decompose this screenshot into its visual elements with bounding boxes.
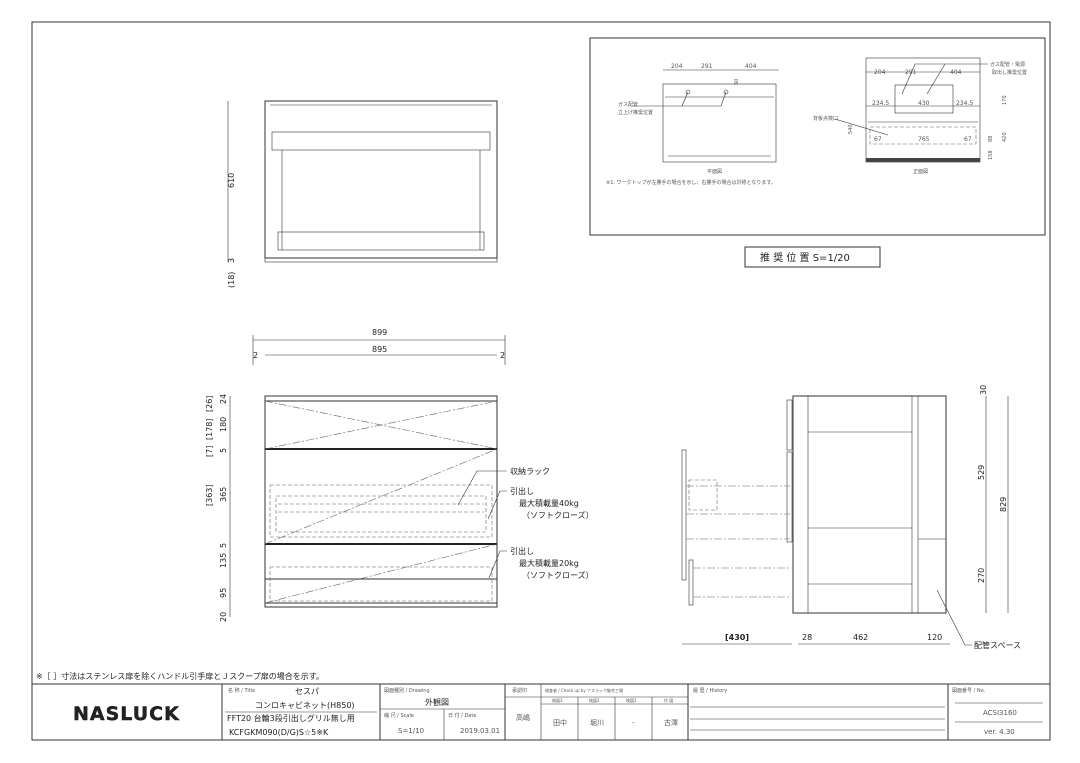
check-col-2: 検図2 bbox=[589, 697, 600, 703]
title-block: NASLUCK 名 称 / Title セスパ コンロキャビネット(H850) … bbox=[31, 683, 1051, 741]
title-label: 名 称 / Title bbox=[228, 687, 255, 694]
drawing-type: 外観図 bbox=[425, 697, 449, 707]
front-dim-765: 765 bbox=[918, 136, 930, 143]
label-drawer2: 引出し bbox=[510, 546, 534, 556]
front-view: 899 895 2 2 [26] 24 [178] 180 [7] 5 [363… bbox=[205, 328, 594, 622]
label-drawer1-note: （ソフトクローズ） bbox=[522, 510, 594, 520]
footnote: ※［ ］寸法はステンレス扉を除くハンドル引手扉とＪスクープ扉の場合を示す。 bbox=[36, 671, 324, 681]
plan-title: 平面図 bbox=[707, 169, 722, 175]
front-dim-234-5-left: 234.5 bbox=[872, 100, 889, 107]
dim-24: 24 bbox=[219, 394, 228, 404]
dim-178: [178] bbox=[205, 418, 214, 440]
dim-180: 180 bbox=[219, 417, 228, 432]
product-subname: FFT20 台輪3段引出しグリル無し用 bbox=[227, 713, 355, 723]
dim-895: 895 bbox=[372, 345, 387, 354]
plan-dim-404: 404 bbox=[745, 63, 757, 70]
side-view: 30 529 829 270 [430] 28 462 120 配管スペース bbox=[681, 385, 1021, 650]
dim-610: 610 bbox=[227, 173, 236, 188]
dim-gap-right: 2 bbox=[500, 351, 505, 360]
model-number: KCFGKM090(D/G)S☆5※K bbox=[229, 728, 329, 737]
dim-18: (18) bbox=[227, 272, 236, 288]
front-dim-158: 158 bbox=[988, 150, 994, 160]
dim-270: 270 bbox=[977, 568, 986, 583]
front-dim-204: 204 bbox=[874, 69, 886, 76]
front-dim-67-right: 67 bbox=[964, 136, 972, 143]
plan-label-2: 立上げ推奨位置 bbox=[618, 109, 653, 116]
dim-430: [430] bbox=[725, 633, 749, 642]
drawing-number: ACSI3160 bbox=[983, 709, 1017, 717]
front-label: ガス配管・電源 bbox=[990, 61, 1025, 68]
label-drawer1-load: 最大積載量40kg bbox=[519, 498, 579, 508]
date-label: 日 付 / Date bbox=[448, 712, 476, 719]
front-dim-234-5-right: 234.5 bbox=[956, 100, 973, 107]
checker-2: 堀川 bbox=[590, 718, 604, 727]
front-dim-420: 420 bbox=[1002, 132, 1008, 142]
inset-note: ※1. ワークトップが左勝手の場合を示し、右勝手の場合は対称となります。 bbox=[606, 179, 776, 186]
version: ver. 4.30 bbox=[984, 728, 1015, 736]
drafter: 古澤 bbox=[664, 718, 678, 727]
dim-20: 20 bbox=[219, 612, 228, 622]
front-dim-88: 88 bbox=[988, 136, 994, 142]
dim-3: 3 bbox=[227, 258, 236, 263]
dim-28: 28 bbox=[802, 633, 812, 642]
front-dim-540: 540 bbox=[848, 124, 854, 134]
top-view: 610 3 (18) bbox=[227, 100, 498, 288]
dim-26: [26] bbox=[205, 396, 214, 412]
plan-dim-204: 204 bbox=[671, 63, 683, 70]
front-dim-404: 404 bbox=[950, 69, 962, 76]
scale-label: 縮 尺 / Scale bbox=[384, 712, 414, 719]
front-dim-430: 430 bbox=[918, 100, 930, 107]
check-col-4: 作 図 bbox=[664, 697, 673, 703]
plan-label: ガス配管 bbox=[618, 101, 638, 108]
checker-3: - bbox=[632, 719, 635, 727]
dim-120: 120 bbox=[927, 633, 942, 642]
label-drawer2-note: （ソフトクローズ） bbox=[522, 570, 594, 580]
plan-dim-291: 291 bbox=[701, 63, 713, 70]
dim-95: 95 bbox=[219, 588, 228, 598]
dim-135: 135 bbox=[219, 553, 228, 568]
nasluck-logo: NASLUCK bbox=[73, 703, 180, 725]
inset-caption: 推 奨 位 置 S=1/20 bbox=[760, 251, 850, 264]
dim-5b: 5 bbox=[219, 543, 228, 548]
dim-7: [7] bbox=[205, 446, 214, 457]
label-pipe-space: 配管スペース bbox=[974, 640, 1021, 650]
check-label: 検査者 / Check up by ナスラック継合工場 bbox=[545, 687, 623, 693]
dim-gap-left: 2 bbox=[253, 351, 258, 360]
dim-462: 462 bbox=[853, 633, 868, 642]
front-dim-67-left: 67 bbox=[874, 136, 882, 143]
front-label-2: 取出し推奨位置 bbox=[992, 69, 1027, 76]
front-title: 正面図 bbox=[913, 169, 928, 175]
dim-363: [363] bbox=[205, 484, 214, 506]
check-col-1: 検図3 bbox=[552, 697, 563, 703]
label-rack: 収納ラック bbox=[510, 466, 550, 476]
front-dim-170: 170 bbox=[1002, 95, 1008, 105]
dim-5a: 5 bbox=[219, 448, 228, 453]
approver-label: 承認印 bbox=[512, 687, 527, 694]
approver: 高嶋 bbox=[516, 713, 530, 722]
dim-529: 529 bbox=[977, 465, 986, 480]
brand: セスパ bbox=[295, 687, 319, 696]
plan-dim-60: 60 bbox=[734, 79, 740, 85]
history-label: 履 歴 / History bbox=[693, 688, 727, 694]
recommended-position-inset: 204 291 404 60 ガス配管 立上げ推奨位置 平面図 ※1. ワークト… bbox=[589, 37, 1046, 268]
label-drawer1: 引出し bbox=[510, 486, 534, 496]
front-dim-291: 291 bbox=[905, 69, 917, 76]
sheet-border bbox=[31, 21, 1051, 741]
dim-365: 365 bbox=[219, 487, 228, 502]
dim-899: 899 bbox=[372, 328, 387, 337]
checker-1: 田中 bbox=[553, 718, 567, 727]
dim-30: 30 bbox=[979, 385, 988, 395]
date: 2019.03.01 bbox=[460, 727, 500, 735]
label-drawer2-load: 最大積載量20kg bbox=[519, 558, 579, 568]
back-label: 背板点検口 bbox=[813, 115, 838, 122]
drawing-label: 図面種別 / Drawing bbox=[384, 687, 430, 694]
scale: S=1/10 bbox=[398, 727, 424, 735]
check-col-3: 検図1 bbox=[626, 697, 637, 703]
number-label: 図面番号 / No. bbox=[952, 687, 986, 694]
dim-829: 829 bbox=[999, 497, 1008, 512]
product-name: コンロキャビネット(H850) bbox=[255, 701, 355, 710]
